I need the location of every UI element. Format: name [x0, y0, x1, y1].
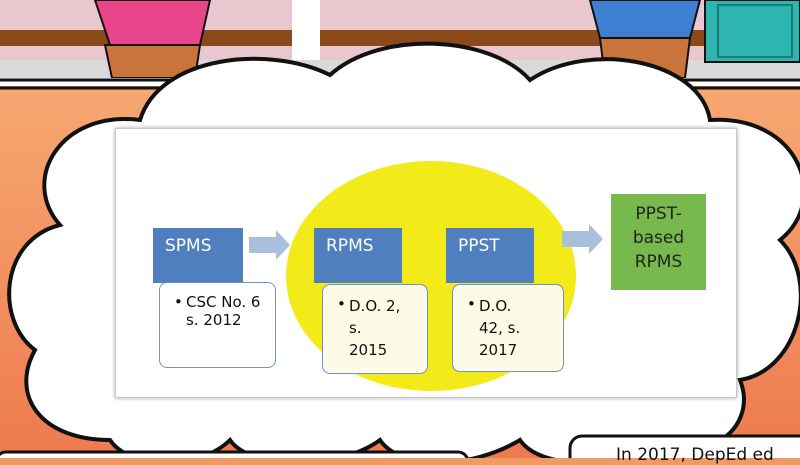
arrow-spms-to-rpms [249, 230, 290, 260]
stage-ppst-title: PPST [446, 228, 534, 283]
stage-ppst-detail-text: D.O. 42, s. 2017 [479, 297, 521, 359]
stage-rpms-detail-text: D.O. 2, s. 2015 [349, 297, 401, 359]
result-ppst-based-rpms: PPST- based RPMS [611, 194, 706, 290]
diagram-slide: SPMS •CSC No. 6 s. 2012 RPMS •D.O. 2, s.… [115, 128, 737, 398]
top-panel-door-frame [292, 0, 320, 60]
bullet-icon: • [337, 295, 346, 313]
stage-spms-title: SPMS [153, 228, 243, 283]
teal-cabinet [704, 0, 800, 63]
arrow-ppst-to-result [562, 224, 603, 254]
stage-spms-detail: •CSC No. 6 s. 2012 [159, 282, 276, 368]
teal-cabinet-panel [717, 4, 793, 58]
stage-rpms-title: RPMS [314, 228, 402, 283]
stage-ppst-detail: •D.O. 42, s. 2017 [452, 284, 564, 372]
speech-caption-text: In 2017, DepEd ed [616, 445, 774, 465]
speech-box-right [568, 434, 800, 458]
bullet-icon: • [174, 293, 183, 311]
speech-box-left [0, 450, 469, 458]
character-left-shirt [93, 0, 212, 46]
stage-spms-detail-text: CSC No. 6 s. 2012 [186, 293, 261, 329]
bullet-icon: • [467, 295, 476, 313]
character-right-shirt [588, 0, 702, 39]
stage-rpms-detail: •D.O. 2, s. 2015 [322, 284, 428, 374]
